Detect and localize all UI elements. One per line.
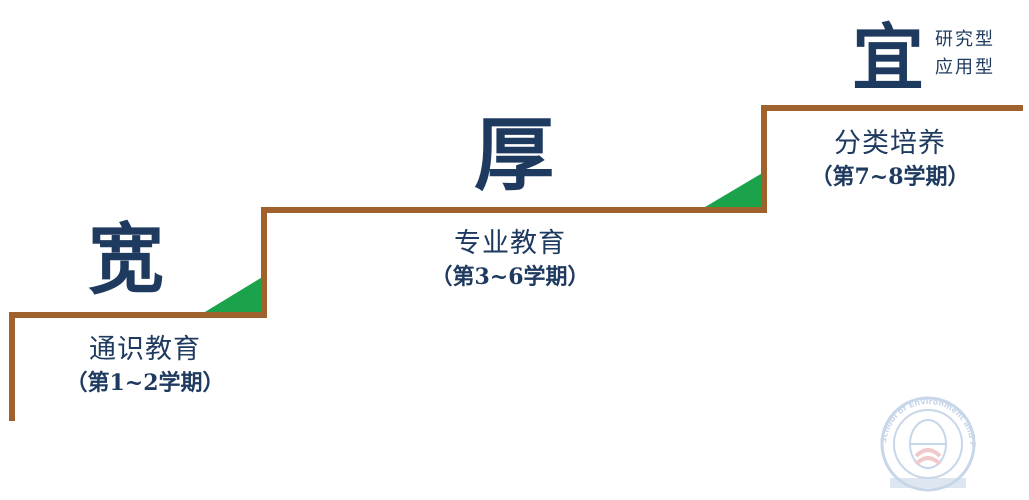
stage-3-char: 宜 <box>852 15 925 100</box>
stage-3-title: 分类培养 <box>834 128 946 159</box>
stage-3-label: 分类培养 （第7~8学期） <box>790 126 990 192</box>
step-triangle-2 <box>700 172 764 210</box>
step-triangle-1 <box>200 276 264 315</box>
stage-3-type-research: 研究型 <box>935 29 995 50</box>
stage-1-label: 通识教育 （第1~2学期） <box>40 332 250 398</box>
stage-2-title: 专业教育 <box>454 228 566 259</box>
stage-2-char: 厚 <box>474 108 554 202</box>
school-emblem-icon: School of Environment and Planning <box>865 379 988 496</box>
stage-3-types: 研究型 应用型 <box>935 26 995 82</box>
stage-1-char: 宽 <box>88 215 164 304</box>
stage-2-period: （第3~6学期） <box>430 264 590 290</box>
stage-3-type-applied: 应用型 <box>935 57 995 78</box>
stair-line <box>9 105 1023 421</box>
stage-1-title: 通识教育 <box>89 334 201 365</box>
stage-1-period: （第1~2学期） <box>65 370 225 396</box>
stage-3-period: （第7~8学期） <box>810 164 970 190</box>
stage-2-label: 专业教育 （第3~6学期） <box>405 226 615 292</box>
